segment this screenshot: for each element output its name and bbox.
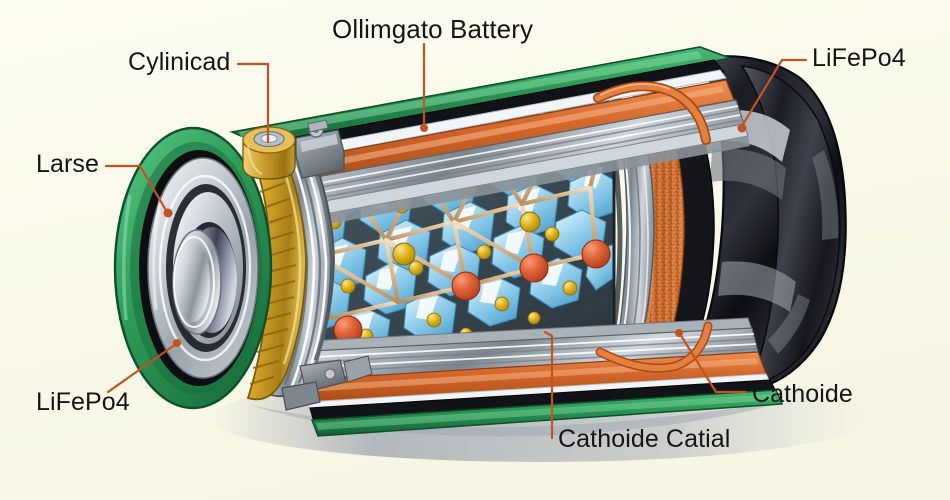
label-cathoide: Cathoide (752, 380, 853, 408)
leader-cathoide (678, 332, 748, 394)
label-lifepo4-bottom-left: LiFePo4 (36, 388, 130, 416)
leader-lifepo4-tr (740, 58, 808, 128)
leader-cylinicad (236, 62, 270, 144)
label-title: Ollimgato Battery (332, 14, 534, 44)
gray-mount-bracket (295, 119, 345, 179)
lower-mount-bracket (281, 355, 373, 411)
leader-lifepo4-bl (106, 342, 178, 394)
brass-terminal-post (242, 126, 296, 180)
label-cathoide-catial: Cathoide Catial (558, 425, 731, 453)
upper-shell-layers (229, 46, 750, 232)
leader-lines (104, 42, 808, 440)
label-lifepo4-top-right: LiFePo4 (812, 44, 906, 72)
leader-larse (104, 164, 169, 214)
copper-connector-tube-bottom (595, 321, 713, 373)
green-terminal-end-cap (113, 126, 273, 410)
label-larse: Larse (36, 150, 100, 178)
label-cylinicad: Cylinicad (128, 48, 231, 76)
copper-connector-tube (593, 81, 711, 145)
brass-ribbed-collar (246, 143, 307, 401)
leader-cathoide-catial (543, 330, 554, 440)
black-cylinder-end-cap (672, 55, 847, 394)
